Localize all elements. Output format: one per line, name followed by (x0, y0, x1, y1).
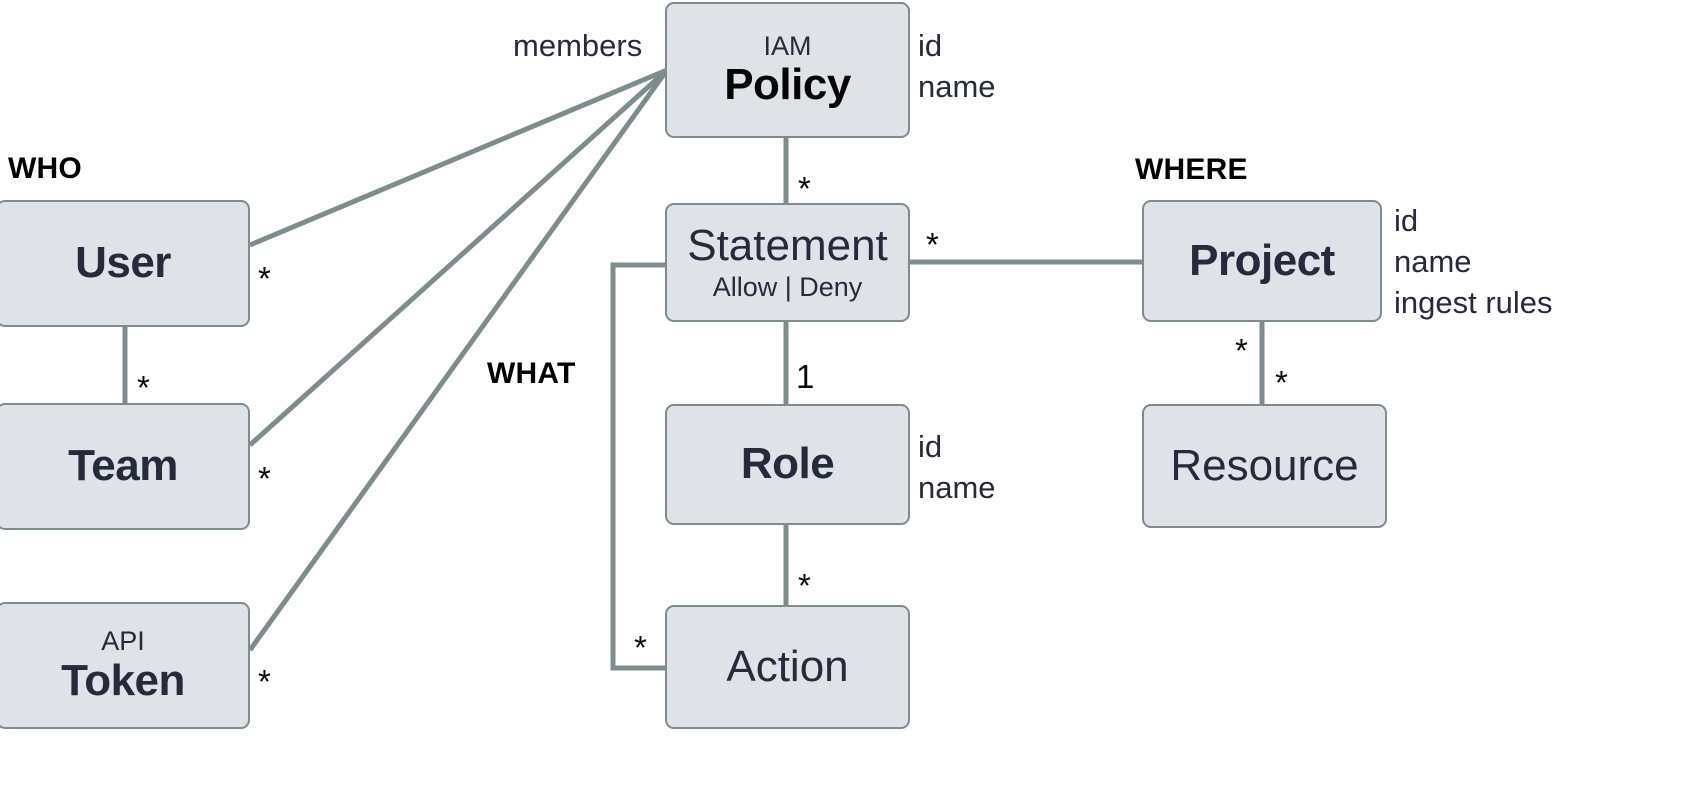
node-iam-policy[interactable]: IAM Policy (665, 2, 910, 138)
node-action[interactable]: Action (665, 605, 910, 729)
attrs-policy-1: name (918, 68, 996, 104)
cardinality-project-resource-bottom: * (1275, 364, 1288, 401)
node-user-title: User (75, 238, 171, 288)
attrs-role-1: name (918, 469, 996, 505)
cardinality-statement-project: * (926, 226, 939, 263)
edge-label-members: members (513, 28, 643, 63)
node-role[interactable]: Role (665, 404, 910, 525)
attrs-project-1: name (1394, 243, 1472, 279)
cardinality-token-policy: * (258, 663, 271, 700)
node-resource[interactable]: Resource (1142, 404, 1387, 528)
cardinality-statement-action: * (634, 629, 647, 666)
node-statement-effect: Allow | Deny (712, 271, 863, 302)
attrs-project-2: ingest rules (1394, 284, 1553, 320)
cardinality-policy-statement: * (798, 170, 811, 207)
node-team[interactable]: Team (0, 403, 250, 530)
edge-user-policy (249, 67, 668, 248)
cardinality-project-resource-top: * (1235, 332, 1248, 369)
cardinality-user-team: * (137, 369, 150, 406)
group-label-where: WHERE (1135, 153, 1248, 186)
node-api-token-sub: API (101, 626, 145, 657)
node-resource-title: Resource (1170, 440, 1359, 490)
cardinality-team-policy: * (258, 460, 271, 497)
group-label-what: WHAT (487, 357, 576, 390)
node-iam-policy-sub: IAM (763, 30, 812, 61)
attrs-role: id name (918, 427, 996, 509)
node-action-title: Action (726, 641, 849, 691)
node-team-title: Team (68, 441, 178, 491)
cardinality-statement-role: 1 (796, 358, 815, 395)
node-api-token[interactable]: API Token (0, 602, 250, 729)
node-iam-policy-title: Policy (724, 60, 851, 110)
node-statement[interactable]: Statement Allow | Deny (665, 203, 910, 322)
cardinality-user-policy: * (258, 260, 271, 297)
attrs-policy-0: id (918, 28, 943, 63)
edge-team-policy (248, 68, 669, 447)
attrs-role-0: id (918, 429, 943, 464)
group-label-who: WHO (8, 152, 82, 185)
node-statement-title: Statement (687, 220, 888, 270)
node-role-title: Role (740, 439, 835, 489)
cardinality-role-action: * (798, 567, 811, 604)
attrs-policy: id name (918, 26, 996, 108)
attrs-project-0: id (1394, 203, 1419, 238)
edge-token-policy (247, 68, 670, 652)
node-api-token-title: Token (61, 655, 185, 705)
node-project-title: Project (1189, 235, 1335, 285)
edge-statement-action (610, 262, 665, 671)
node-user[interactable]: User (0, 200, 250, 327)
node-project[interactable]: Project (1142, 200, 1382, 322)
attrs-project: id name ingest rules (1394, 201, 1553, 324)
